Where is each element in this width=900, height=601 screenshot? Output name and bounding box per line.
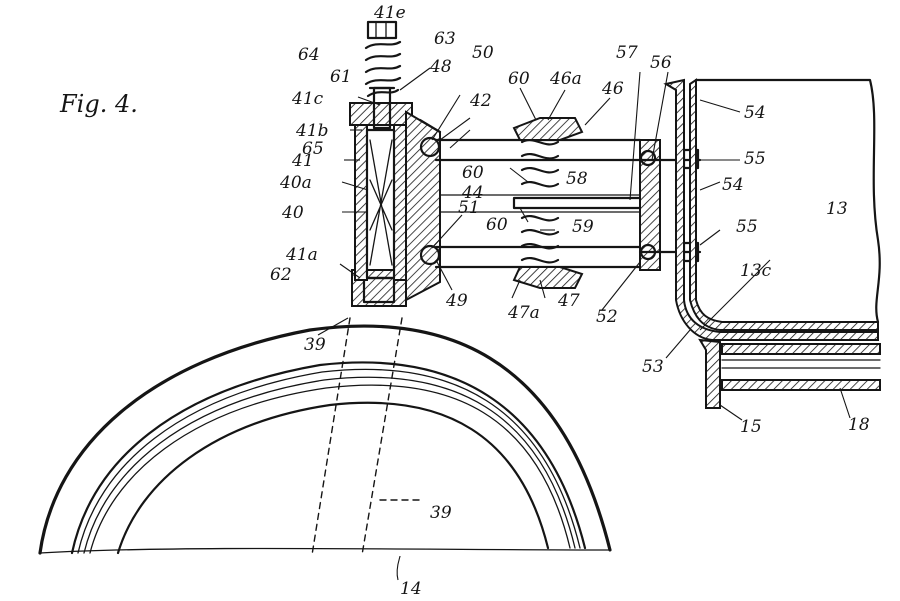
- label-40a: 40a: [279, 173, 312, 193]
- label-51: 51: [458, 198, 480, 218]
- label-47a: 47a: [507, 303, 540, 323]
- label-18: 18: [848, 415, 870, 435]
- spring-housing: [514, 118, 654, 288]
- label-13: 13: [826, 199, 848, 219]
- wheel-14: [40, 326, 610, 553]
- spring-61: [366, 22, 400, 96]
- label-47: 47: [557, 291, 580, 311]
- label-60-mid: 60: [462, 163, 484, 183]
- label-64: 64: [298, 45, 320, 65]
- label-40: 40: [281, 203, 304, 223]
- label-54-top: 54: [744, 103, 766, 123]
- label-56: 56: [650, 53, 672, 73]
- label-46a: 46a: [549, 69, 582, 89]
- kingpin-assembly: [350, 88, 412, 306]
- label-60-top: 60: [508, 69, 530, 89]
- label-60-low: 60: [486, 215, 508, 235]
- label-15: 15: [740, 417, 762, 437]
- label-50: 50: [472, 43, 494, 63]
- label-54-bottom: 54: [722, 175, 744, 195]
- label-49: 49: [445, 291, 468, 311]
- label-41: 41: [291, 151, 314, 171]
- label-41c: 41c: [291, 89, 324, 109]
- label-39-bottom: 39: [430, 503, 452, 523]
- label-53: 53: [642, 357, 664, 377]
- label-62: 62: [270, 265, 292, 285]
- label-39-top: 39: [304, 335, 326, 355]
- label-13c: 13c: [740, 261, 772, 281]
- axle-18: [722, 344, 880, 390]
- label-46: 46: [601, 79, 624, 99]
- label-55-top: 55: [744, 149, 766, 169]
- label-55-bottom: 55: [736, 217, 758, 237]
- label-57: 57: [616, 43, 638, 63]
- label-48: 48: [429, 57, 452, 77]
- label-41e: 41e: [373, 3, 406, 23]
- axis-39: [312, 318, 420, 555]
- label-52: 52: [596, 307, 618, 327]
- label-59: 59: [572, 217, 594, 237]
- figure-title: Fig. 4.: [59, 90, 138, 118]
- label-42: 42: [469, 91, 492, 111]
- label-14: 14: [400, 579, 422, 599]
- label-41a: 41a: [285, 245, 318, 265]
- label-63: 63: [434, 29, 456, 49]
- label-41b: 41b: [295, 121, 329, 141]
- label-61: 61: [330, 67, 352, 87]
- label-58: 58: [566, 169, 588, 189]
